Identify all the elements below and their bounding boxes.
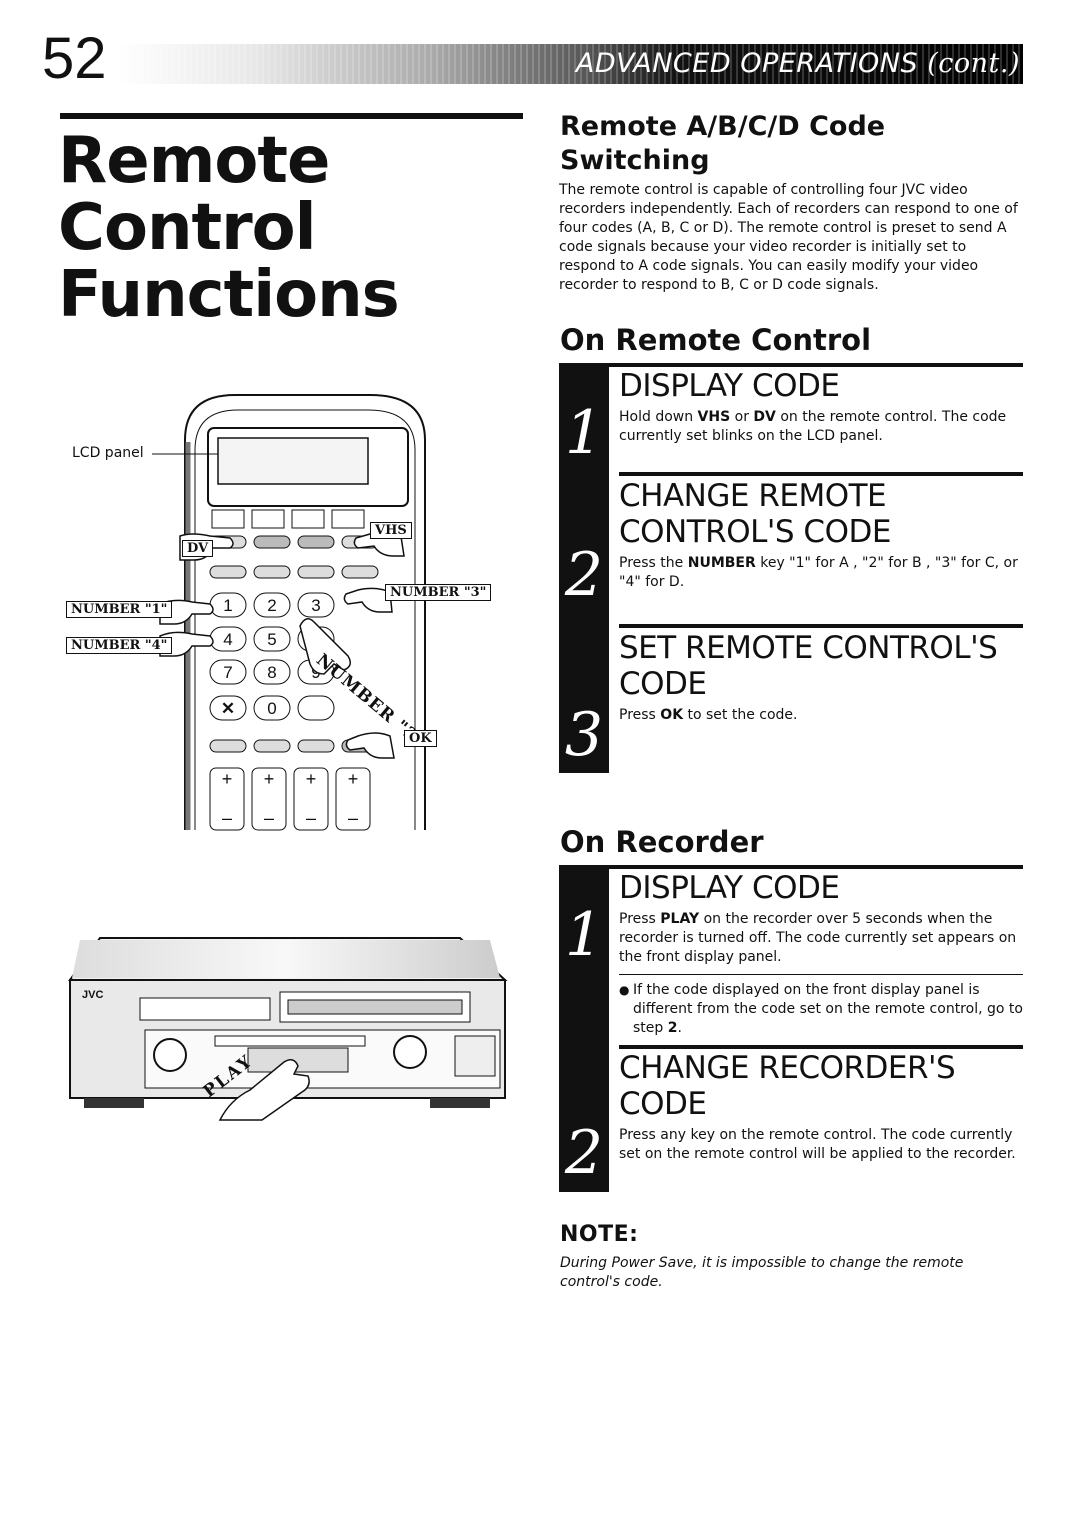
recorder-step-2-rule bbox=[619, 1045, 1023, 1049]
text-segment: on the recorder over 5 seconds when the … bbox=[619, 911, 1017, 965]
page-title-line: Control bbox=[58, 191, 317, 265]
intro-heading-line: Remote A/B/C/D Code bbox=[560, 111, 886, 142]
title-line: CONTROL'S CODE bbox=[619, 514, 891, 550]
recorder-illustration: JVC bbox=[68, 937, 508, 1121]
header-band-texture bbox=[118, 44, 1023, 84]
svg-text:–: – bbox=[348, 808, 358, 828]
text-segment: Press bbox=[619, 911, 661, 927]
text-segment: or bbox=[730, 409, 754, 425]
key-label: 1 bbox=[223, 596, 232, 615]
number-1-callout: NUMBER "1" bbox=[66, 601, 173, 618]
title-rule bbox=[60, 113, 523, 119]
section-title-text: ADVANCED OPERATIONS bbox=[575, 48, 919, 79]
dv-callout: DV bbox=[182, 540, 214, 557]
step-ref: 2 bbox=[667, 1020, 678, 1036]
page-title: Remote Control Functions bbox=[58, 124, 400, 332]
recorder-step-1-number: 1 bbox=[564, 900, 604, 970]
section-title: ADVANCED OPERATIONS (cont.) bbox=[540, 44, 1020, 84]
svg-text:+: + bbox=[264, 769, 275, 789]
note-heading: NOTE: bbox=[560, 1222, 639, 1247]
cancel-icon: ✕ bbox=[221, 699, 235, 718]
key-label: 2 bbox=[267, 596, 276, 615]
number-3-callout: NUMBER "3" bbox=[385, 584, 492, 601]
recorder-step-2-text: Press any key on the remote control. The… bbox=[619, 1127, 1016, 1162]
ok-key-name: OK bbox=[660, 707, 684, 723]
remote-step-1-rule bbox=[609, 363, 1023, 367]
remote-step-3-number: 3 bbox=[564, 700, 604, 770]
recorder-step-1-title: DISPLAY CODE bbox=[619, 870, 840, 906]
remote-step-3-rule bbox=[619, 624, 1023, 628]
header-band bbox=[118, 44, 1023, 84]
remote-step-1-number: 1 bbox=[564, 398, 604, 468]
number-4-callout: NUMBER "4" bbox=[66, 637, 173, 654]
play-key-name: PLAY bbox=[660, 911, 700, 927]
text-segment: on the remote control. The code currentl… bbox=[619, 409, 1007, 444]
svg-text:+: + bbox=[306, 769, 317, 789]
ok-callout: OK bbox=[404, 730, 437, 747]
bullet-divider bbox=[619, 974, 1023, 975]
recorder-brand: JVC bbox=[82, 989, 103, 1001]
svg-text:–: – bbox=[222, 808, 232, 828]
text-segment: . bbox=[677, 1020, 682, 1036]
on-recorder-heading: On Recorder bbox=[560, 825, 764, 859]
remote-step-3-text: Press OK to set the code. bbox=[619, 706, 1019, 725]
remote-step-1-title: DISPLAY CODE bbox=[619, 368, 840, 404]
dv-key-name: DV bbox=[753, 409, 776, 425]
remote-steps-bar bbox=[559, 363, 609, 773]
text-segment: key "1" for A , "2" for B , "3" for C, o… bbox=[619, 555, 1018, 590]
recorder-step-1-bullet: ●If the code displayed on the front disp… bbox=[619, 981, 1033, 1038]
recorder-step-2-title: CHANGE RECORDER'S CODE bbox=[619, 1050, 956, 1122]
page-number: 52 bbox=[42, 26, 107, 91]
key-label: 5 bbox=[267, 630, 276, 649]
svg-text:+: + bbox=[222, 769, 233, 789]
remote-step-3-title: SET REMOTE CONTROL'S CODE bbox=[619, 630, 998, 702]
remote-step-2-title: CHANGE REMOTE CONTROL'S CODE bbox=[619, 478, 891, 550]
key-label: 7 bbox=[223, 663, 232, 682]
key-label: 3 bbox=[311, 596, 320, 615]
text-segment: Hold down bbox=[619, 409, 698, 425]
remote-step-2-rule bbox=[619, 472, 1023, 476]
title-line: CHANGE RECORDER'S bbox=[619, 1050, 956, 1086]
on-remote-heading: On Remote Control bbox=[560, 323, 872, 357]
page-title-line: Remote bbox=[58, 124, 330, 198]
recorder-steps-bar bbox=[559, 865, 609, 1192]
text-segment: If the code displayed on the front displ… bbox=[633, 982, 1023, 1036]
recorder-step-1-rule bbox=[609, 865, 1023, 869]
remote-step-1-text: Hold down VHS or DV on the remote contro… bbox=[619, 408, 1019, 446]
title-line: CODE bbox=[619, 666, 707, 702]
bullet-icon: ● bbox=[619, 983, 630, 997]
intro-heading: Remote A/B/C/D Code Switching bbox=[560, 110, 885, 178]
key-label: 8 bbox=[267, 663, 276, 682]
vhs-key-name: VHS bbox=[697, 409, 731, 425]
number-key-name: NUMBER bbox=[687, 555, 756, 571]
title-line: CHANGE REMOTE bbox=[619, 478, 887, 514]
text-segment: to set the code. bbox=[683, 707, 798, 723]
intro-heading-line: Switching bbox=[560, 145, 710, 176]
recorder-step-1-text: Press PLAY on the recorder over 5 second… bbox=[619, 910, 1019, 967]
page-title-line: Functions bbox=[58, 258, 400, 332]
svg-text:+: + bbox=[348, 769, 359, 789]
intro-paragraph: The remote control is capable of control… bbox=[559, 182, 1018, 293]
title-line: CODE bbox=[619, 1086, 707, 1122]
note-text: During Power Save, it is impossible to c… bbox=[560, 1255, 964, 1290]
recorder-step-2-number: 2 bbox=[564, 1118, 604, 1188]
title-line: SET REMOTE CONTROL'S bbox=[619, 630, 998, 666]
remote-step-2-text: Press the NUMBER key "1" for A , "2" for… bbox=[619, 554, 1019, 592]
svg-text:–: – bbox=[306, 808, 316, 828]
text-segment: Press the bbox=[619, 555, 688, 571]
vhs-callout: VHS bbox=[370, 522, 412, 539]
svg-text:–: – bbox=[264, 808, 274, 828]
remote-step-2-number: 2 bbox=[564, 540, 604, 610]
section-title-suffix: (cont.) bbox=[927, 48, 1020, 79]
key-label: 0 bbox=[267, 699, 276, 718]
key-label: 4 bbox=[223, 630, 232, 649]
lcd-panel-label: LCD panel bbox=[72, 445, 144, 461]
text-segment: Press bbox=[619, 707, 661, 723]
